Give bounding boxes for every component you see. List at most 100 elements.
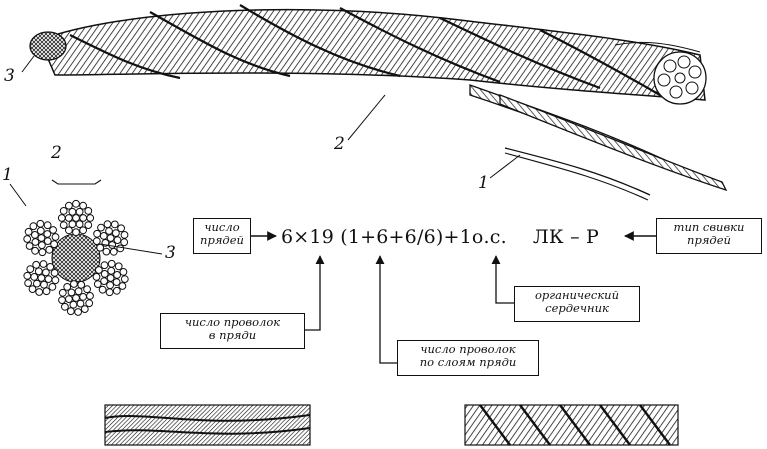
wire-section xyxy=(44,238,51,245)
formula-core: +1о.с. xyxy=(443,226,506,248)
wire-section xyxy=(37,227,44,234)
wire-section xyxy=(64,284,71,291)
wire-section xyxy=(107,282,114,289)
wire-section xyxy=(27,266,34,273)
wire-section xyxy=(75,309,82,316)
rope-left-end xyxy=(30,32,66,60)
wire-section xyxy=(60,208,67,215)
wire-section xyxy=(94,281,101,288)
formula-wires: 19 xyxy=(309,226,334,248)
callout-1-section: 1 xyxy=(2,167,13,184)
wire-section xyxy=(52,277,59,284)
wire-section xyxy=(49,284,56,291)
rope-core-section xyxy=(52,234,100,282)
callout-3-section: 3 xyxy=(165,245,176,262)
wire-section xyxy=(93,274,100,281)
wire-section xyxy=(109,242,116,249)
wire-section xyxy=(118,225,125,232)
wire-section xyxy=(108,267,115,274)
rope-illustration xyxy=(22,5,726,200)
formula-layers: (1+6+6/6) xyxy=(340,226,443,248)
wire-section xyxy=(59,297,66,304)
wire-section xyxy=(111,221,118,228)
wire-section xyxy=(103,248,110,255)
wire-section xyxy=(66,227,73,234)
wire-section xyxy=(25,228,32,235)
wire-section xyxy=(80,294,87,301)
wire-section xyxy=(32,232,39,239)
callout-3-rope: 3 xyxy=(4,68,15,85)
wire-section xyxy=(110,248,117,255)
wire-section xyxy=(66,202,73,209)
wire-section xyxy=(51,241,58,248)
label-lay-kind: тип свивки прядей xyxy=(656,218,762,254)
wire-section xyxy=(52,234,59,241)
wire-section xyxy=(106,289,113,296)
leader-2 xyxy=(348,95,385,140)
wire-section xyxy=(120,269,127,276)
label-line: прядей xyxy=(198,234,246,247)
wire-section xyxy=(97,244,104,251)
wire-section xyxy=(43,288,50,295)
wire-section xyxy=(87,293,94,300)
wire-section xyxy=(46,246,53,253)
wire-section xyxy=(66,296,73,303)
strand-section xyxy=(59,281,94,316)
wire-section xyxy=(62,303,69,310)
wire-section xyxy=(85,222,92,229)
wire-section xyxy=(73,229,80,236)
wire-section xyxy=(81,306,88,313)
wire-section xyxy=(80,202,87,209)
wire-section xyxy=(65,215,72,222)
organic-core-line xyxy=(505,153,648,200)
wire-section xyxy=(39,249,46,256)
wire-section xyxy=(114,272,121,279)
wire-section xyxy=(93,238,100,245)
strand-section xyxy=(93,221,128,255)
wire-section xyxy=(25,280,32,287)
formula-lay-type: ЛК xyxy=(533,226,564,248)
label-wires-in-strand: число проволок в пряди xyxy=(160,313,305,349)
wire-section xyxy=(121,239,128,246)
wire-section xyxy=(37,220,44,227)
wire-section xyxy=(107,275,114,282)
section-bracket-2 xyxy=(52,180,101,184)
wire-section xyxy=(24,236,31,243)
formula-strands: 6 xyxy=(281,226,293,248)
section-leader-1 xyxy=(10,184,26,206)
label-wires-by-layer: число проволок по слоям пряди xyxy=(397,340,539,376)
leader-1 xyxy=(490,155,520,178)
wire-section xyxy=(30,223,37,230)
wire-section xyxy=(58,215,65,222)
wire-section xyxy=(106,228,113,235)
wire-section xyxy=(121,276,128,283)
wire-section xyxy=(80,215,87,222)
wire-section xyxy=(51,270,58,277)
wire-section xyxy=(33,261,40,268)
wire-section xyxy=(39,242,46,249)
leader-3 xyxy=(22,56,34,72)
label-strand-count: число прядей xyxy=(193,218,251,254)
callout-2-rope: 2 xyxy=(334,136,345,153)
wire-section xyxy=(35,268,42,275)
strand-section xyxy=(24,261,59,296)
wire-section xyxy=(101,278,108,285)
wire-section xyxy=(60,222,67,229)
wire-section xyxy=(67,308,74,315)
label-line: в пряди xyxy=(165,329,300,342)
wire-section xyxy=(94,230,101,237)
wire-section xyxy=(80,227,87,234)
strand-section xyxy=(58,200,93,235)
wire-section xyxy=(85,208,92,215)
wire-section xyxy=(44,222,51,229)
wire-section xyxy=(117,245,124,252)
wire-section xyxy=(86,300,93,307)
wire-section xyxy=(31,274,38,281)
wire-section xyxy=(36,289,43,296)
wire-section xyxy=(73,200,80,207)
callout-1-rope: 1 xyxy=(478,175,489,192)
cross-section xyxy=(24,200,128,315)
formula-times: × xyxy=(293,226,309,248)
wire-section xyxy=(24,272,31,279)
